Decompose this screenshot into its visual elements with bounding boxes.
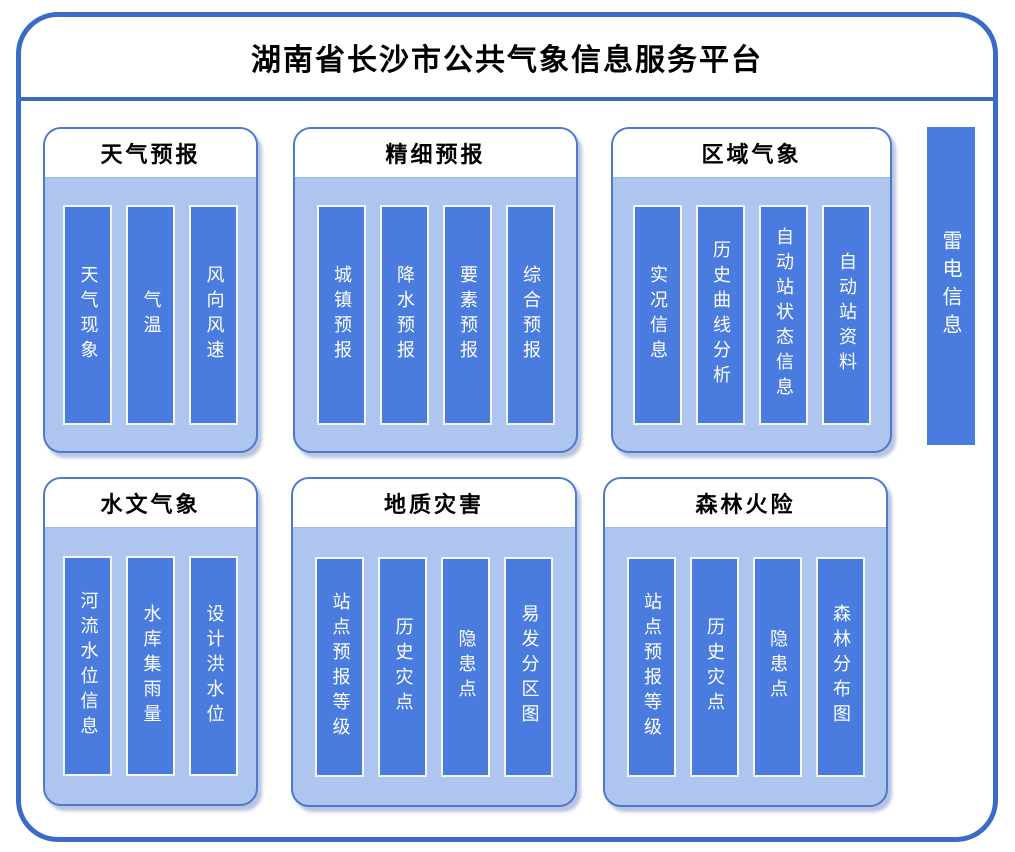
- module-bar-label: 天气现象: [77, 264, 99, 365]
- module-bar: 实况信息: [632, 204, 682, 425]
- module-bar-label: 城镇预报: [331, 264, 352, 365]
- panel-header: 森林火险: [605, 479, 886, 528]
- panel-body: 河流水位信息 水库集雨量 设计洪水位: [45, 528, 256, 804]
- panel-body: 城镇预报 降水预报 要素预报 综合预报: [295, 178, 576, 451]
- panel-header: 地质灾害: [293, 479, 575, 528]
- module-bar-label: 易发分区图: [518, 604, 540, 729]
- module-bar: 站点预报等级: [315, 556, 364, 777]
- module-bar-label: 河流水位信息: [77, 591, 99, 741]
- module-bar: 自动站资料: [821, 204, 871, 425]
- module-bar-label: 森林分布图: [830, 604, 851, 729]
- module-bar-label: 历史曲线分析: [710, 239, 731, 390]
- module-bar: 天气现象: [63, 204, 112, 425]
- module-bar-label: 站点预报等级: [641, 591, 662, 742]
- module-bar: 隐患点: [752, 556, 802, 777]
- module-bar: 历史灾点: [689, 556, 739, 777]
- panel-title: 森林火险: [695, 493, 796, 518]
- module-bar-label: 综合预报: [520, 264, 541, 365]
- module-bar: 风向风速: [189, 204, 238, 425]
- module-bar-label: 风向风速: [203, 264, 225, 365]
- module-bar-label: 降水预报: [394, 264, 415, 365]
- lightning-info-label: 雷电信息: [939, 230, 963, 342]
- panel-title: 区域气象: [701, 143, 802, 168]
- outer-frame: 湖南省长沙市公共气象信息服务平台: [16, 12, 998, 842]
- module-bar: 历史灾点: [378, 556, 427, 777]
- panel-header: 区域气象: [613, 129, 890, 178]
- module-bar-label: 隐患点: [767, 629, 788, 704]
- module-bar: 城镇预报: [316, 204, 366, 425]
- module-bar: 降水预报: [379, 204, 429, 425]
- panel-weather-forecast: 天气预报 天气现象 气温 风向风速: [43, 127, 258, 453]
- module-bar: 河流水位信息: [63, 556, 112, 776]
- module-bar-label: 历史灾点: [704, 616, 725, 717]
- module-bar: 综合预报: [505, 204, 555, 425]
- panel-title: 地质灾害: [383, 493, 484, 518]
- module-bar: 隐患点: [441, 556, 490, 777]
- panel-header: 精细预报: [295, 129, 576, 178]
- panel-title: 精细预报: [385, 143, 486, 168]
- panel-header: 天气预报: [45, 129, 256, 178]
- module-bar: 自动站状态信息: [758, 204, 808, 425]
- module-bar-label: 实况信息: [647, 264, 668, 365]
- module-bar: 设计洪水位: [189, 556, 238, 776]
- module-bar: 水库集雨量: [126, 556, 175, 776]
- module-bar-label: 自动站状态信息: [773, 227, 794, 402]
- module-bar-label: 气温: [140, 289, 162, 340]
- module-bar-label: 隐患点: [455, 629, 477, 704]
- module-bar-label: 历史灾点: [392, 616, 414, 717]
- page-title: 湖南省长沙市公共气象信息服务平台: [251, 43, 763, 78]
- panel-title: 天气预报: [100, 143, 201, 168]
- panel-body: 站点预报等级 历史灾点 隐患点 森林分布图: [605, 528, 886, 805]
- panel-regional-meteorology: 区域气象 实况信息 历史曲线分析 自动站状态信息 自动站资料: [611, 127, 892, 453]
- panel-body: 实况信息 历史曲线分析 自动站状态信息 自动站资料: [613, 178, 890, 451]
- lightning-info-bar: 雷电信息: [927, 127, 975, 445]
- module-bar: 历史曲线分析: [695, 204, 745, 425]
- panel-body: 站点预报等级 历史灾点 隐患点 易发分区图: [293, 528, 575, 805]
- module-bar-label: 水库集雨量: [140, 603, 162, 729]
- module-bar-label: 要素预报: [457, 264, 478, 365]
- panel-forest-fire-risk: 森林火险 站点预报等级 历史灾点 隐患点 森林分布图: [603, 477, 888, 807]
- panel-title: 水文气象: [100, 493, 201, 518]
- module-bar: 站点预报等级: [626, 556, 676, 777]
- module-bar-label: 设计洪水位: [203, 603, 225, 729]
- module-bar: 森林分布图: [815, 556, 865, 777]
- panel-fine-forecast: 精细预报 城镇预报 降水预报 要素预报 综合预报: [293, 127, 578, 453]
- module-bar-label: 站点预报等级: [329, 591, 351, 742]
- title-band: 湖南省长沙市公共气象信息服务平台: [21, 17, 993, 101]
- panel-header: 水文气象: [45, 479, 256, 528]
- module-bar: 气温: [126, 204, 175, 425]
- panel-hydrological-meteorology: 水文气象 河流水位信息 水库集雨量 设计洪水位: [43, 477, 258, 806]
- module-bar: 易发分区图: [504, 556, 553, 777]
- module-bar: 要素预报: [442, 204, 492, 425]
- panel-body: 天气现象 气温 风向风速: [45, 178, 256, 451]
- panel-geological-disaster: 地质灾害 站点预报等级 历史灾点 隐患点 易发分区图: [291, 477, 577, 807]
- module-bar-label: 自动站资料: [836, 252, 857, 377]
